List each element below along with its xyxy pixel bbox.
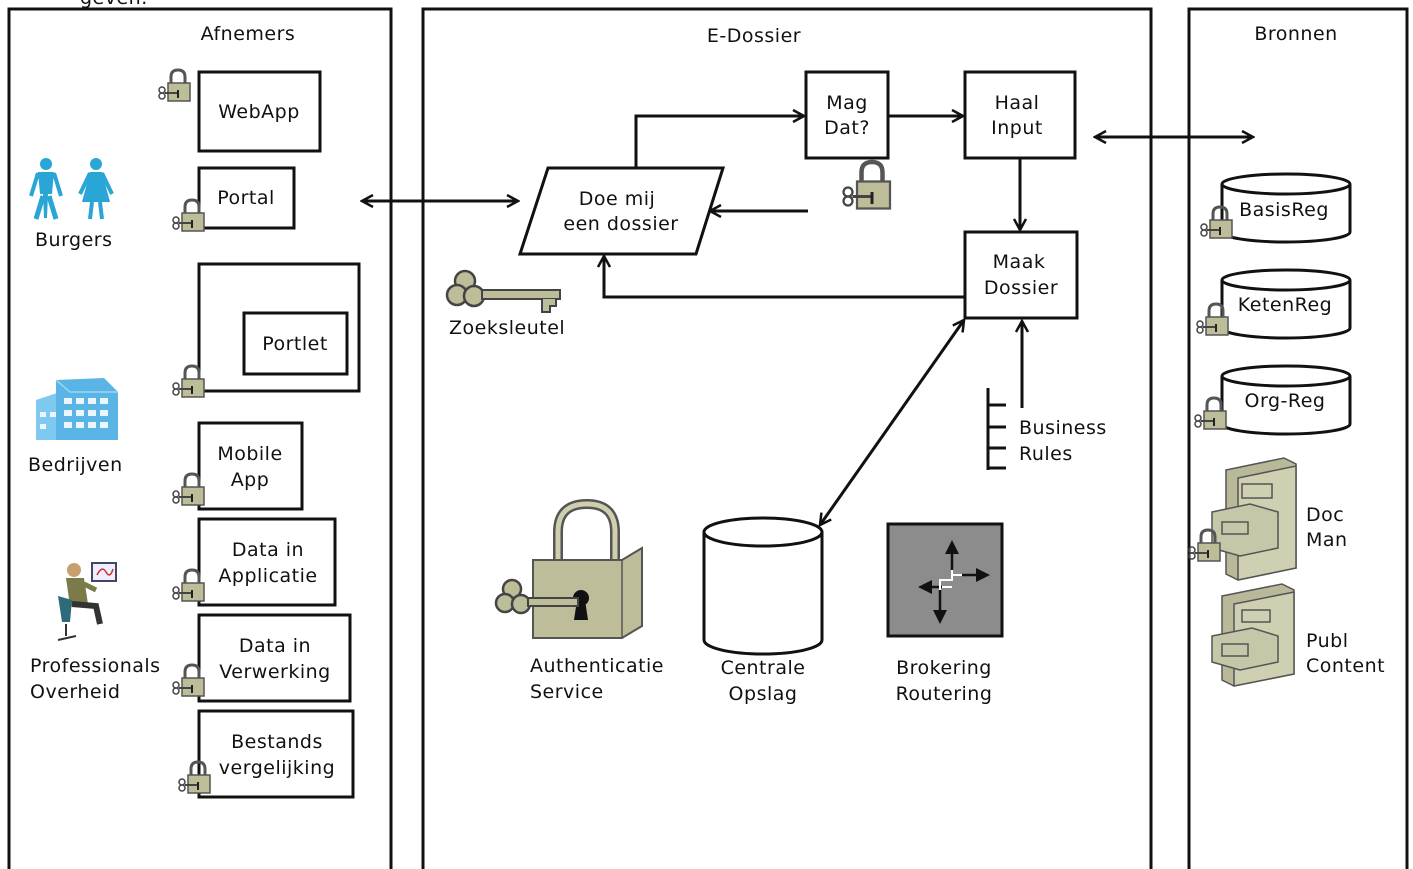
file-compare-label-1: Bestands: [231, 731, 323, 753]
orgreg-label: Org-Reg: [1245, 390, 1326, 412]
channel-mobile-app: Mobile App: [171, 421, 304, 511]
channel-data-processing: Data in Verwerking: [171, 613, 352, 703]
publ-label-2: Content: [1306, 655, 1385, 677]
rules-label-1: Business: [1019, 417, 1107, 439]
basisreg-label: BasisReg: [1239, 199, 1329, 221]
arrow-build-storage: [820, 320, 964, 525]
request-dossier-shape: Doe mij een dossier: [517, 166, 726, 256]
lock-icon: [171, 568, 206, 603]
request-label-1: Doe mij: [579, 188, 656, 210]
storage-label-1: Centrale: [721, 657, 806, 679]
data-proc-label-2: Verwerking: [219, 661, 330, 683]
build-label-1: Maak: [993, 251, 1046, 273]
storage-cylinder-icon: [702, 516, 824, 656]
key-icon: [445, 269, 561, 313]
lock-icon: [171, 364, 206, 399]
fetch-input-box: Haal Input: [963, 70, 1077, 160]
ketenreg-label: KetenReg: [1238, 294, 1332, 316]
sources-panel-title: Bronnen: [1254, 23, 1337, 45]
portlet-label: Portlet: [262, 333, 328, 355]
docman-label-2: Man: [1306, 529, 1348, 551]
lock-icon: [177, 760, 212, 795]
channel-data-app: Data in Applicatie: [171, 517, 337, 607]
data-proc-label-1: Data in: [239, 635, 311, 657]
authorize-label-1: Mag: [826, 92, 868, 114]
lock-icon: [171, 198, 206, 233]
edossier-panel: E-Dossier: [421, 7, 1153, 869]
broker-icon: [886, 522, 1004, 638]
authorize-label-2: Dat?: [824, 117, 870, 139]
channel-portlet-container: Portlet: [171, 262, 361, 399]
lock-icon: [1199, 205, 1234, 240]
mobile-label-2: App: [231, 469, 270, 491]
source-orgreg: Org-Reg: [1193, 364, 1352, 436]
professional-icon: [57, 562, 117, 641]
lock-icon: [1193, 396, 1228, 431]
channel-file-compare: Bestands vergelijking: [177, 709, 355, 799]
rules-list-icon: [986, 388, 1006, 470]
lock-icon: [171, 472, 206, 507]
docman-label-1: Doc: [1306, 504, 1344, 526]
publ-label-1: Publ: [1306, 630, 1349, 652]
professionals-label-2: Overheid: [30, 681, 120, 703]
sources-panel: Bronnen: [1187, 7, 1409, 869]
professionals-label-1: Professionals: [30, 655, 161, 677]
webapp-label: WebApp: [218, 101, 300, 123]
arrow-build-to-request: [604, 256, 965, 299]
data-app-label-2: Applicatie: [218, 565, 317, 587]
citizens-label: Burgers: [35, 229, 113, 251]
request-label-2: een dossier: [563, 213, 678, 235]
source-basisreg: BasisReg: [1199, 172, 1352, 244]
lock-icon: [171, 663, 206, 698]
source-ketenreg: KetenReg: [1195, 268, 1352, 340]
data-app-label-1: Data in: [232, 539, 304, 561]
consumers-panel-title: Afnemers: [201, 23, 296, 45]
fetch-label-1: Haal: [995, 92, 1040, 114]
file-compare-label-2: vergelijking: [219, 757, 335, 779]
fetch-label-2: Input: [991, 117, 1043, 139]
lock-icon: [157, 68, 192, 103]
channel-portal: Portal: [171, 166, 296, 233]
lock-icon: [844, 162, 891, 209]
build-dossier-box: Maak Dossier: [963, 230, 1079, 320]
search-key-label: Zoeksleutel: [449, 317, 565, 339]
channel-webapp: WebApp: [157, 68, 322, 153]
portal-label: Portal: [217, 187, 275, 209]
rules-label-2: Rules: [1019, 443, 1073, 465]
consumers-panel: Afnemers: [7, 7, 393, 869]
top-fragment-text: geven.: [80, 0, 148, 9]
mobile-label-1: Mobile: [217, 443, 282, 465]
citizens-icon: [29, 158, 114, 220]
companies-label: Bedrijven: [28, 454, 123, 476]
docman-cabinet-icon: [1187, 457, 1297, 581]
lock-icon: [1187, 528, 1222, 563]
auth-lock-icon: [494, 498, 643, 639]
arrow-request-to-authorize: [634, 116, 804, 168]
companies-icon: [36, 378, 118, 440]
publ-content-cabinet-icon: [1211, 583, 1295, 687]
broker-label-2: Routering: [896, 683, 993, 705]
auth-label-1: Authenticatie: [530, 655, 664, 677]
broker-label-1: Brokering: [896, 657, 992, 679]
auth-label-2: Service: [530, 681, 604, 703]
build-label-2: Dossier: [984, 277, 1058, 299]
storage-label-2: Opslag: [729, 683, 798, 705]
authorize-box: Mag Dat?: [804, 70, 890, 160]
edossier-panel-title: E-Dossier: [707, 25, 801, 47]
lock-icon: [1195, 302, 1230, 337]
